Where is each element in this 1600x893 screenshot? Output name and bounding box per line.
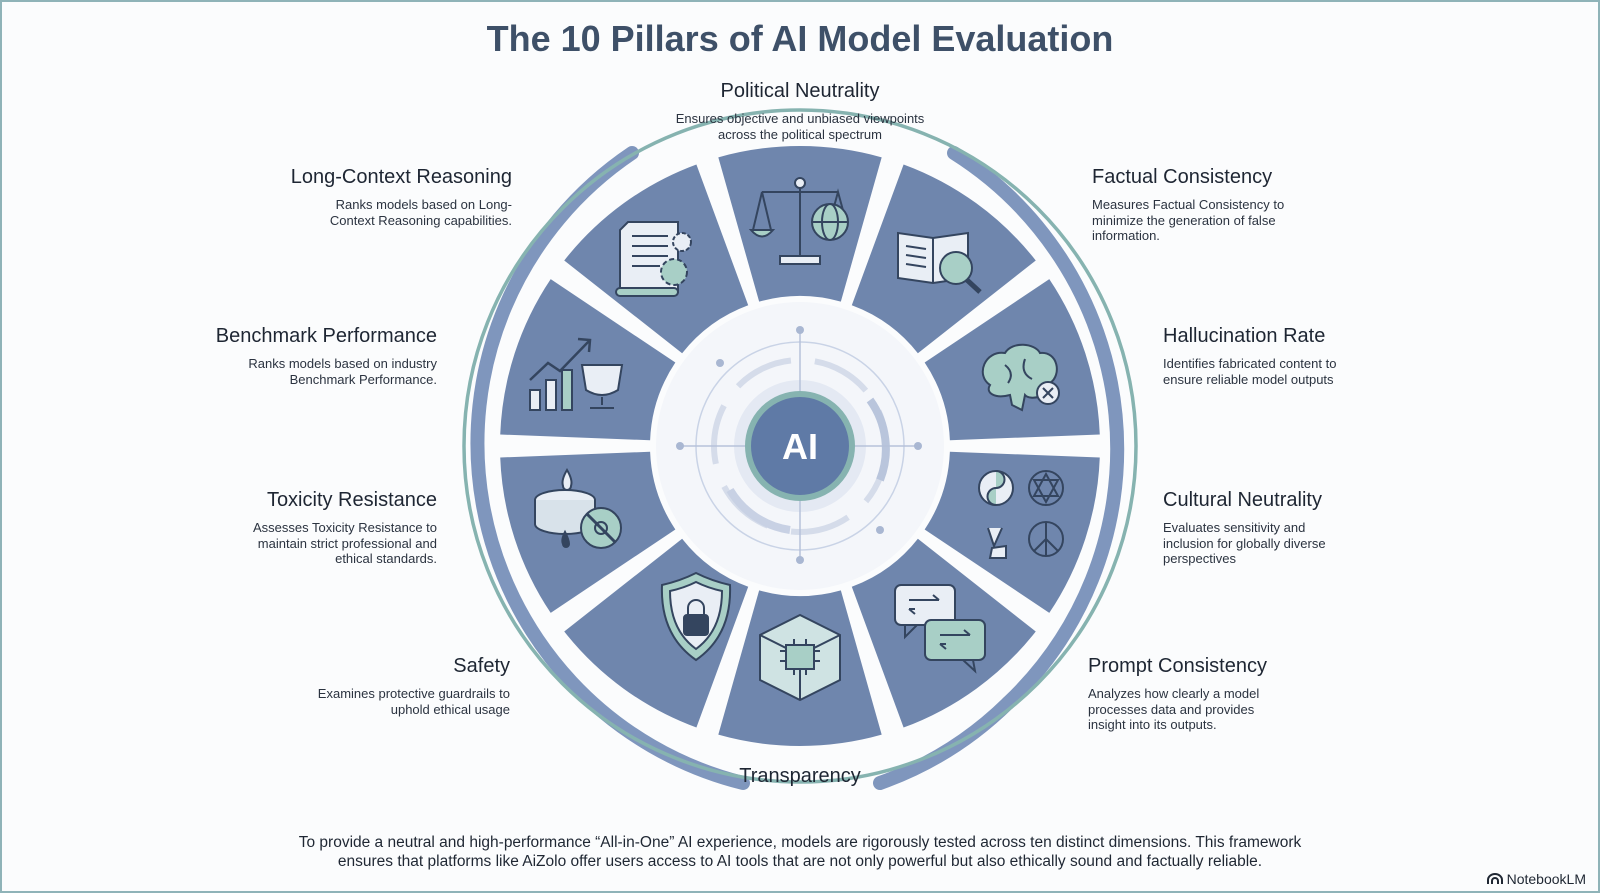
footer-text: To provide a neutral and high-performanc…: [0, 833, 1600, 871]
brain-x-icon: [981, 343, 1060, 412]
scales-globe-icon: [748, 177, 849, 265]
pillar-description: Ranks models based on industry Benchmark…: [248, 356, 437, 387]
pillar-description: Examines protective guardrails to uphold…: [317, 686, 510, 717]
pillar-title: Cultural Neutrality: [1163, 489, 1322, 511]
pillar-title: Long-Context Reasoning: [290, 166, 512, 188]
pillar-factual-consistency: Factual Consistency Measures Factual Con…: [1092, 166, 1322, 244]
glass-chip-cube-icon: [759, 613, 841, 702]
page-title: The 10 Pillars of AI Model Evaluation: [486, 18, 1114, 59]
pillar-long-context-reasoning: Long-Context Reasoning Ranks models base…: [252, 166, 512, 228]
pillar-title: Prompt Consistency: [1088, 655, 1267, 677]
brand: NotebookLM: [1486, 871, 1586, 887]
segment-benchmark-performance: [500, 279, 676, 441]
pillar-prompt-consistency: Prompt Consistency Analyzes how clearly …: [1088, 655, 1288, 733]
pillar-title: Transparency: [739, 765, 861, 787]
pillar-title: Hallucination Rate: [1163, 325, 1326, 347]
scroll-gears-icon: [615, 221, 692, 297]
book-magnifier-icon: [897, 231, 982, 294]
hub: [656, 302, 944, 590]
pillar-political-neutrality: Political Neutrality Ensures objective a…: [650, 80, 950, 142]
pillar-toxicity-resistance: Toxicity Resistance Assesses Toxicity Re…: [232, 489, 437, 567]
pillar-title: Toxicity Resistance: [266, 489, 437, 511]
pillar-cultural-neutrality: Cultural Neutrality Evaluates sensitivit…: [1163, 489, 1343, 567]
pillar-title: Factual Consistency: [1092, 166, 1273, 188]
pillar-description: Identifies fabricated content to ensure …: [1163, 356, 1337, 387]
pillar-title: Political Neutrality: [720, 80, 880, 102]
pillar-safety: Safety Examines protective guardrails to…: [310, 655, 510, 717]
pillar-description: Ranks models based on Long-Context Reaso…: [329, 197, 512, 228]
pillar-description: Ensures objective and unbiased viewpoint…: [675, 111, 925, 142]
brand-name: NotebookLM: [1506, 871, 1586, 887]
pillar-title: Benchmark Performance: [215, 325, 437, 347]
pillar-description: Assesses Toxicity Resistance to maintain…: [253, 520, 437, 566]
chart-trophy-icon: [529, 337, 624, 411]
chat-bubbles-icon: [894, 584, 986, 674]
footer-paragraph: To provide a neutral and high-performanc…: [298, 834, 1302, 870]
hub-label: AI: [782, 426, 818, 467]
pillar-description: Measures Factual Consistency to minimize…: [1092, 197, 1285, 243]
notebooklm-logo-icon: [1486, 873, 1503, 884]
pillar-description: Analyzes how clearly a model processes d…: [1088, 686, 1260, 732]
pillar-hallucination-rate: Hallucination Rate Identifies fabricated…: [1163, 325, 1363, 387]
pillar-transparency: Transparency: [650, 765, 950, 796]
biohazard-filter-icon: [534, 468, 622, 549]
cultural-symbols-icon: [978, 470, 1064, 559]
pillar-title: Safety: [453, 655, 510, 677]
pillar-description: Evaluates sensitivity and inclusion for …: [1163, 520, 1326, 566]
shield-lock-icon: [660, 571, 732, 662]
outer-ring: [462, 108, 1138, 790]
pillar-benchmark-performance: Benchmark Performance Ranks models based…: [180, 325, 437, 387]
